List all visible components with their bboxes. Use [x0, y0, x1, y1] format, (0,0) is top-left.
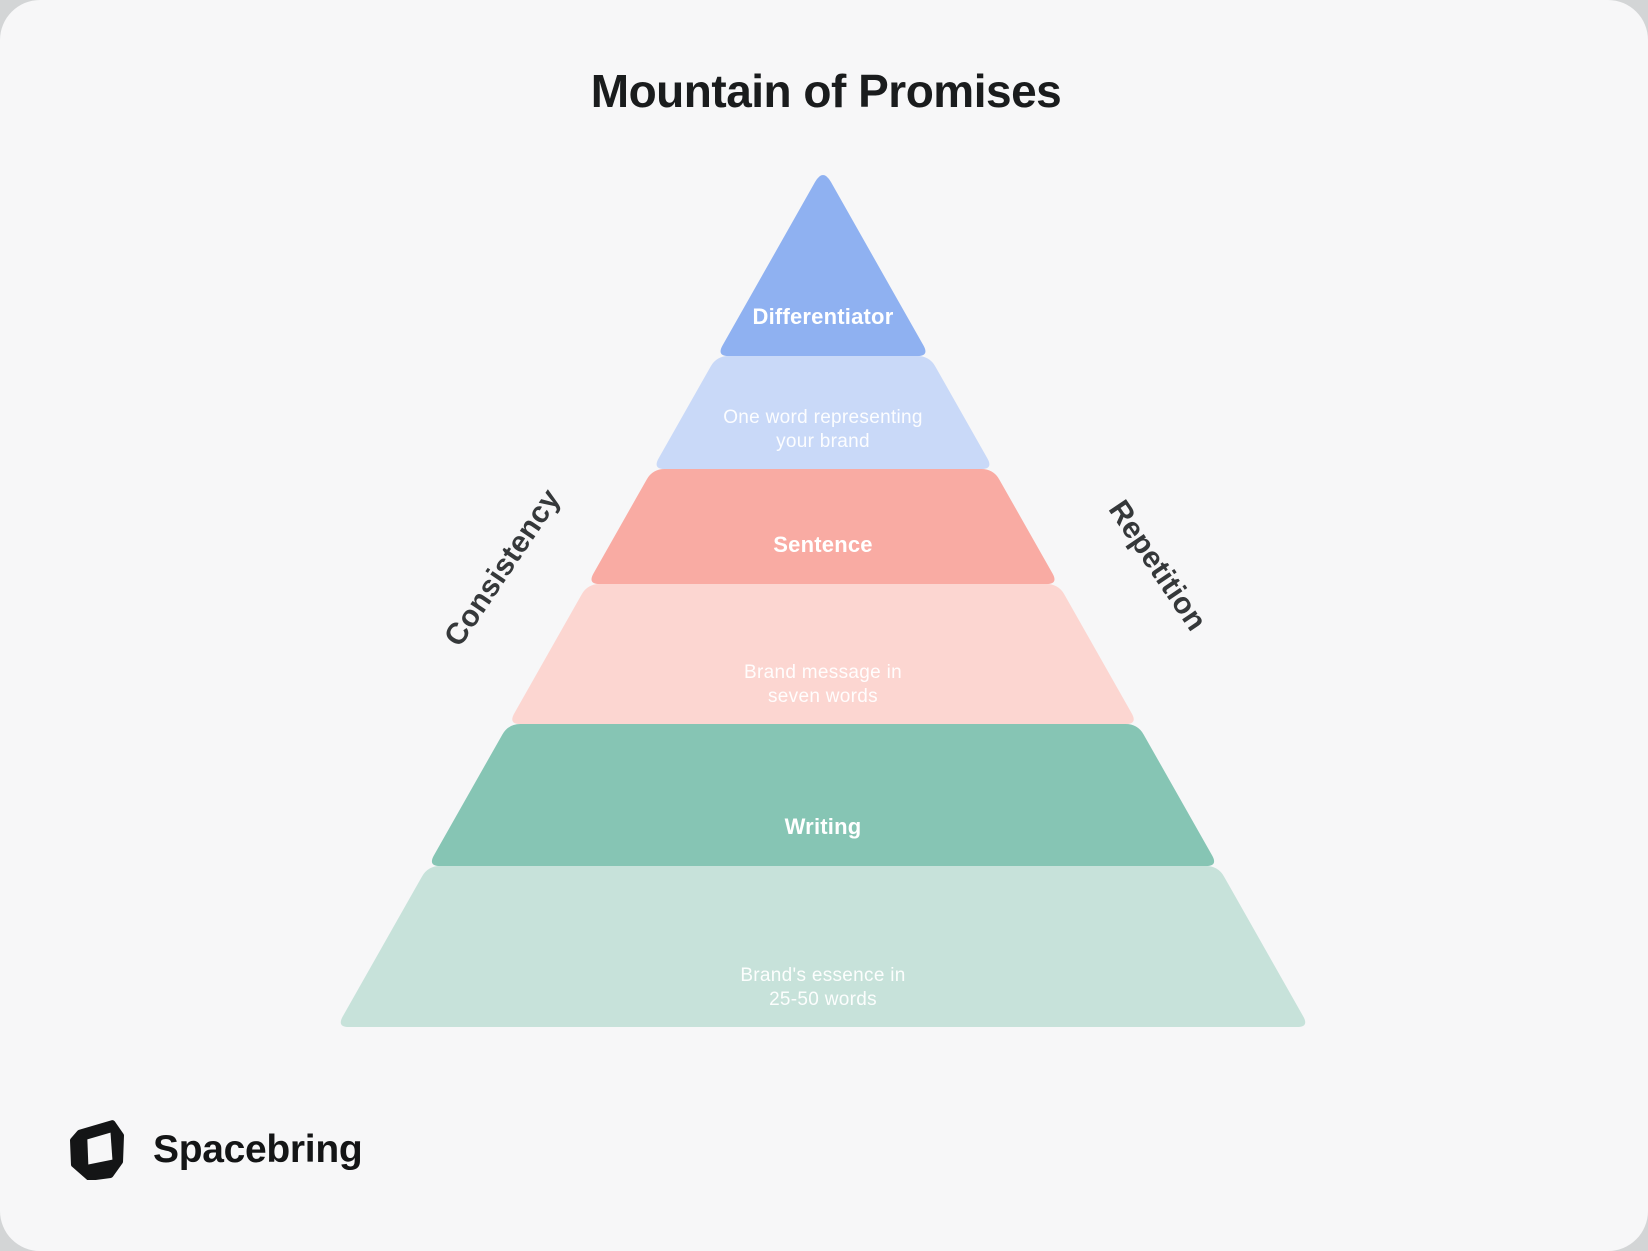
pyramid-layer-label-brand-essence: Brand's essence in 25-50 words: [740, 964, 905, 1012]
pyramid-layer-label-brand-message: Brand message in seven words: [744, 661, 902, 709]
pyramid-layer-label-line: 25-50 words: [769, 989, 877, 1010]
pyramid-layer-label-writing: Writing: [785, 814, 862, 840]
spacebring-logo-icon: [70, 1120, 124, 1180]
pyramid-layer-brand-message: [512, 584, 1134, 724]
pyramid-layer-label-differentiator: Differentiator: [753, 304, 894, 330]
pyramid-layer-label-line: Sentence: [773, 532, 873, 557]
pyramid-layer-label-line: your brand: [776, 431, 870, 452]
pyramid-layer-label-line: seven words: [768, 686, 878, 707]
pyramid-layer-label-line: Brand message in: [744, 662, 902, 683]
page-title: Mountain of Promises: [590, 65, 1062, 117]
pyramid-layer-differentiator: [720, 174, 926, 356]
pyramid-layer-label-line: Differentiator: [752, 304, 894, 329]
brand-name: Spacebring: [153, 1128, 363, 1171]
pyramid-layer-label-line: One word representing: [723, 407, 923, 428]
pyramid-layer-brand-essence: [340, 866, 1306, 1027]
pyramid-layer-writing: [431, 724, 1215, 866]
pyramid-layer-label-line: Writing: [784, 814, 862, 839]
pyramid-layer-label-one-word: One word representing your brand: [723, 406, 923, 454]
pyramid-layer-one-word: [656, 356, 990, 469]
pyramid-layer-sentence: [591, 469, 1055, 584]
pyramid-layer-label-line: Brand's essence in: [740, 965, 906, 986]
pyramid-layer-label-sentence: Sentence: [773, 532, 872, 558]
footer-brand: Spacebring: [70, 1120, 363, 1180]
